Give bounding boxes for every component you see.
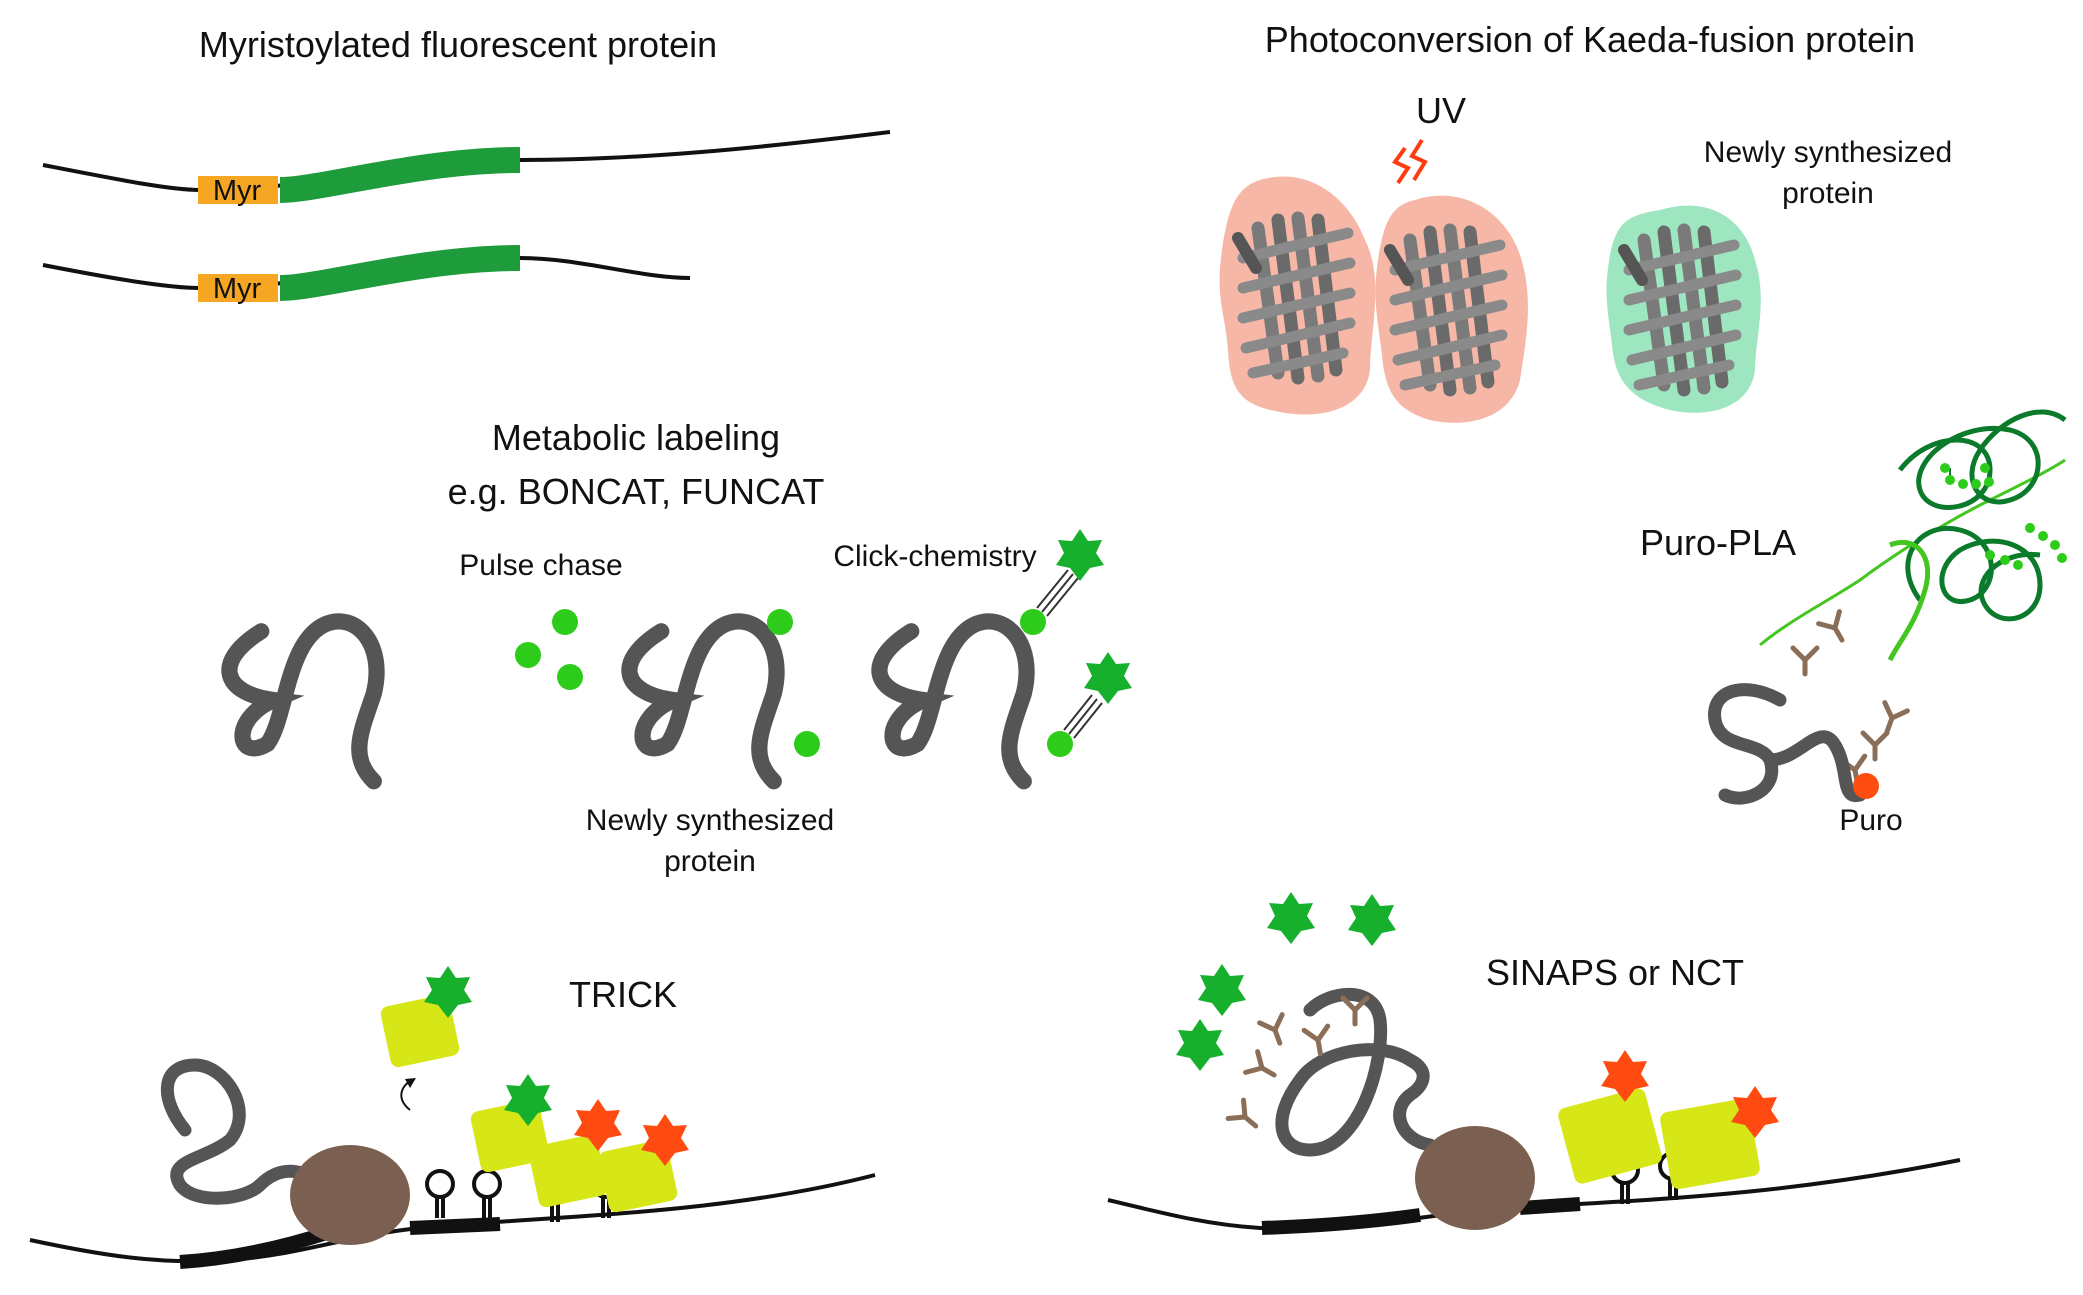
polypeptide-chain — [1708, 683, 1867, 805]
labeled-amino-acid-dot — [552, 609, 578, 635]
sinaps-title: SINAPS or NCT — [1486, 952, 1744, 993]
fluorophore-star-icon — [1056, 529, 1104, 581]
labeled-amino-acid-dot — [515, 642, 541, 668]
labeled-amino-acid-dot — [557, 664, 583, 690]
antibody-icon — [1876, 703, 1907, 736]
metabolic-title-line1: Metabolic labeling — [492, 417, 780, 458]
ribosome-icon — [1415, 1126, 1535, 1230]
sinaps-coding-region — [1519, 1197, 1581, 1215]
rca-product-helix — [1887, 539, 1931, 662]
uv-ray-icon — [1391, 146, 1411, 185]
trick-coding-region — [409, 1217, 501, 1235]
uv-ray-icon — [1409, 138, 1428, 182]
kaeda-new-protein-label-1: Newly synthesized — [1704, 136, 1952, 169]
sinaps-polypeptide — [1275, 987, 1437, 1157]
polypeptide-chain — [879, 621, 1026, 781]
myristoylated-panel: Myristoylated fluorescent protein Myr My… — [42, 24, 891, 305]
sinaps-panel: SINAPS or NCT — [1107, 892, 1961, 1235]
antibody-icon — [1246, 1052, 1281, 1086]
green-fluorophore-star-icon — [1198, 964, 1246, 1016]
puro-label: Puro — [1839, 804, 1902, 837]
rca-product-helix — [1898, 409, 2067, 510]
click-chemistry-label: Click-chemistry — [833, 540, 1036, 573]
polypeptide-chain — [629, 621, 776, 781]
labeled-amino-acid-dot — [794, 731, 820, 757]
rca-product-helix — [1905, 526, 2043, 622]
kaeda-panel-title: Photoconversion of Kaeda-fusion protein — [1265, 19, 1915, 60]
metabolic-new-protein-label-1: Newly synthesized — [586, 804, 834, 837]
click-linker-icon — [1063, 694, 1103, 739]
polypeptide-chain — [229, 621, 376, 781]
probe-cluster — [1940, 463, 2067, 570]
antibody-icon — [1793, 648, 1817, 674]
fp-coding-region-1 — [279, 147, 521, 203]
kaeda-panel: Photoconversion of Kaeda-fusion protein … — [1219, 19, 1952, 423]
trick-coat-protein-box — [528, 1134, 608, 1208]
trick-panel: TRICK — [29, 966, 876, 1269]
pulse-chase-label: Pulse chase — [459, 549, 622, 582]
trick-coding-region — [179, 1225, 333, 1269]
trick-coat-protein-box — [598, 1139, 678, 1213]
click-linker-icon — [1036, 569, 1079, 617]
green-fluorophore-star-icon — [1348, 894, 1396, 946]
uv-label: UV — [1416, 90, 1466, 131]
trick-title: TRICK — [569, 974, 677, 1015]
trick-polypeptide — [160, 1058, 327, 1205]
arrowhead-icon — [405, 1078, 416, 1088]
fp-coding-region-2 — [279, 245, 521, 301]
metabolic-title-line2: e.g. BONCAT, FUNCAT — [448, 471, 825, 512]
stem-loop-icon — [425, 1169, 455, 1220]
myr-tag-1 — [198, 176, 278, 204]
antibody-icon — [1343, 998, 1367, 1024]
antibody-icon — [1819, 612, 1853, 647]
antibody-icon — [1228, 1100, 1263, 1135]
labeled-amino-acid-dot — [767, 609, 793, 635]
ribosome-icon — [290, 1145, 410, 1245]
antibody-icon — [1260, 1015, 1291, 1048]
labeled-amino-acid-dot — [1020, 609, 1046, 635]
trick-coat-protein-box — [380, 994, 460, 1068]
stem-loop-icon — [472, 1169, 502, 1220]
kaeda-new-protein-label-2: protein — [1782, 177, 1874, 210]
puro-pla-panel: Puro-PLA Puro — [1640, 409, 2067, 837]
metabolic-panel: Metabolic labeling e.g. BONCAT, FUNCAT P… — [229, 417, 1132, 878]
labeled-amino-acid-dot — [1047, 731, 1073, 757]
myr-tag-label-1: Myr — [213, 175, 262, 207]
myr-tag-label-2: Myr — [213, 273, 262, 305]
sinaps-coat-protein-box — [1558, 1088, 1662, 1184]
puromycin-dot — [1853, 773, 1879, 799]
myr-panel-title: Myristoylated fluorescent protein — [199, 24, 717, 65]
metabolic-new-protein-label-2: protein — [664, 845, 756, 878]
puro-pla-title: Puro-PLA — [1640, 522, 1796, 563]
sinaps-coding-region — [1261, 1208, 1421, 1235]
myr-tag-2 — [198, 274, 278, 302]
green-fluorophore-star-icon — [1267, 892, 1315, 944]
green-fluorophore-star-icon — [1176, 1019, 1224, 1071]
